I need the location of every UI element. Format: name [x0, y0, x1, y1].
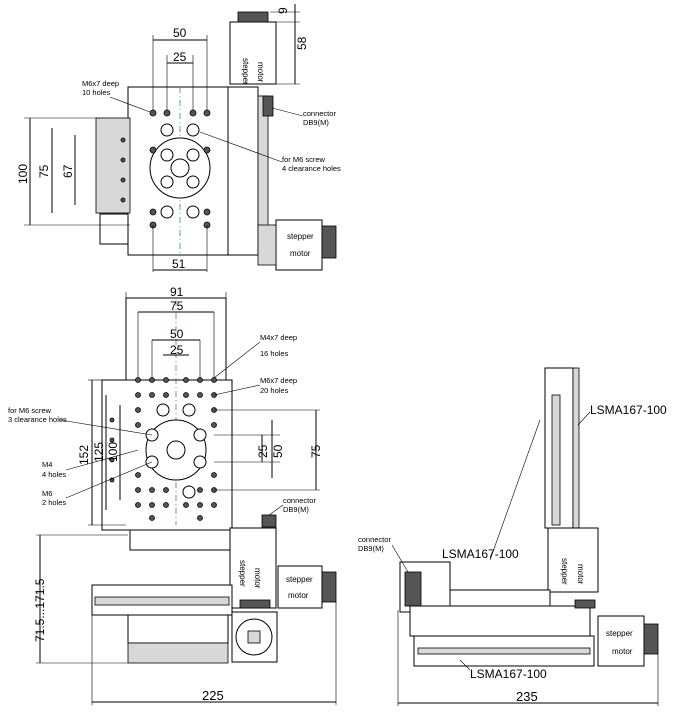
side-note-conn-2: DB9(M) [358, 544, 384, 553]
side-label-bottom: LSMA167-100 [470, 667, 547, 681]
top-right-guide [227, 86, 259, 256]
top-side-plate [257, 95, 269, 247]
top-left-block [99, 213, 129, 245]
mid-note-conn-1: connector [283, 496, 316, 505]
mid-under [129, 529, 231, 551]
mid-note-m6s-2: 3 clearance holes [8, 415, 67, 424]
front-rotary-hub [247, 630, 261, 644]
top-dim-75: 75 [37, 164, 51, 178]
front-dim-height: 71.5...171.5 [33, 578, 47, 642]
mid-note-m4-1: M4x7 deep [260, 333, 297, 342]
side-motor-label-1: stepper [560, 558, 569, 585]
top-dim-25: 25 [173, 50, 187, 64]
side-lower-rail [417, 647, 591, 655]
side-motor [547, 527, 599, 593]
mid-dim-152: 152 [77, 445, 91, 465]
mid-note-m4-2: 16 holes [260, 349, 289, 358]
top-dim-67: 67 [61, 164, 75, 178]
top-motor-label-2: motor [256, 62, 265, 83]
front-base-block [127, 642, 229, 664]
side-bottom-connector [643, 623, 659, 655]
side-upper-plate [409, 605, 591, 637]
top-left-rail [95, 117, 131, 214]
side-vertical-ruler [572, 367, 580, 529]
front-view: stepper motor stepper motor 71.5...171.5… [33, 514, 337, 705]
mid-note-conn-2: DB9(M) [283, 505, 309, 514]
side-dim-width: 235 [516, 689, 538, 704]
side-bottom-motor-label-1: stepper [606, 629, 633, 638]
top-note-connector-2: DB9(M) [303, 118, 329, 127]
top-holes [120, 109, 211, 229]
front-connector [261, 514, 277, 528]
top-dim-58: 58 [295, 36, 309, 50]
mid-note-m6-2: 20 holes [260, 386, 289, 395]
mid-note-m4h-1: M4 [42, 460, 52, 469]
top-side-coupler [257, 224, 277, 266]
top-side-motor [275, 219, 323, 271]
mid-note-m4h-2: 4 holes [42, 470, 66, 479]
front-motor-horizontal [277, 565, 323, 609]
top-note-m6-screw-1: for M6 screw [282, 155, 326, 164]
mid-dim-25: 25 [170, 343, 184, 357]
top-side-motor-label-2: motor [290, 249, 311, 258]
mid-note-m6s-1: for M6 screw [8, 406, 52, 415]
mid-dim-50b: 50 [271, 444, 285, 458]
top-side-motor-label-1: stepper [287, 232, 314, 241]
top-dim-51: 51 [172, 257, 186, 271]
mid-dim-75: 75 [170, 299, 184, 313]
side-label-vertical: LSMA167-100 [590, 403, 667, 417]
front-motor-connector [321, 571, 337, 603]
mid-dim-125: 125 [92, 442, 106, 462]
mid-dim-91: 91 [170, 285, 184, 299]
side-db9 [404, 571, 422, 607]
top-view: stepper motor stepper moto [16, 4, 341, 272]
mid-dim-50: 50 [170, 327, 184, 341]
front-motor-v-label-1: stepper [238, 560, 247, 587]
side-label-mid: LSMA167-100 [442, 547, 519, 561]
side-motor-label-2: motor [576, 564, 585, 585]
side-bottom-motor [597, 615, 645, 667]
top-note-m6-deep-1: M6x7 deep [82, 79, 119, 88]
mid-view: 91 75 50 25 152 125 100 75 50 25 M4x7 de… [8, 285, 323, 551]
top-note-m6-deep-2: 10 holes [82, 88, 111, 97]
top-motor-label-1: stepper [241, 58, 250, 85]
top-note-m6-screw-2: 4 clearance holes [282, 164, 341, 173]
front-motor-h-label-1: stepper [286, 575, 313, 584]
side-note-conn-1: connector [358, 535, 391, 544]
mid-dim-25b: 25 [256, 444, 270, 458]
mid-rotary-hub [166, 440, 186, 460]
mid-note-m6-1: M6x7 deep [260, 376, 297, 385]
front-motor-vertical [229, 527, 277, 609]
front-motor-bottom [239, 599, 271, 609]
side-vertical-rail [551, 394, 561, 526]
side-mid-stage [449, 589, 551, 607]
front-dim-width: 225 [202, 688, 224, 703]
top-motor [229, 21, 277, 85]
mid-note-m6h-2: 2 holes [42, 498, 66, 507]
side-view: stepper motor stepper motor LSMA167-100 … [358, 367, 667, 706]
top-connector [262, 95, 274, 117]
mid-dim-75b: 75 [309, 444, 323, 458]
front-motor-v-label-2: motor [253, 568, 262, 589]
top-note-connector-1: connector [303, 109, 336, 118]
side-bottom-motor-label-2: motor [612, 647, 633, 656]
side-motor-connector [574, 599, 596, 609]
top-dim-50: 50 [173, 26, 187, 40]
front-motor-h-label-2: motor [288, 591, 309, 600]
front-stage-rail [94, 596, 230, 606]
front-stage-lower [127, 614, 229, 644]
top-rotary-hub [170, 158, 190, 178]
top-dim-100: 100 [16, 164, 30, 184]
mid-note-m6h-1: M6 [42, 489, 52, 498]
top-motor-connector [237, 11, 269, 23]
top-side-motor-connector [321, 225, 337, 259]
mid-dim-100: 100 [106, 442, 120, 462]
top-dim-9: 9 [276, 7, 290, 14]
